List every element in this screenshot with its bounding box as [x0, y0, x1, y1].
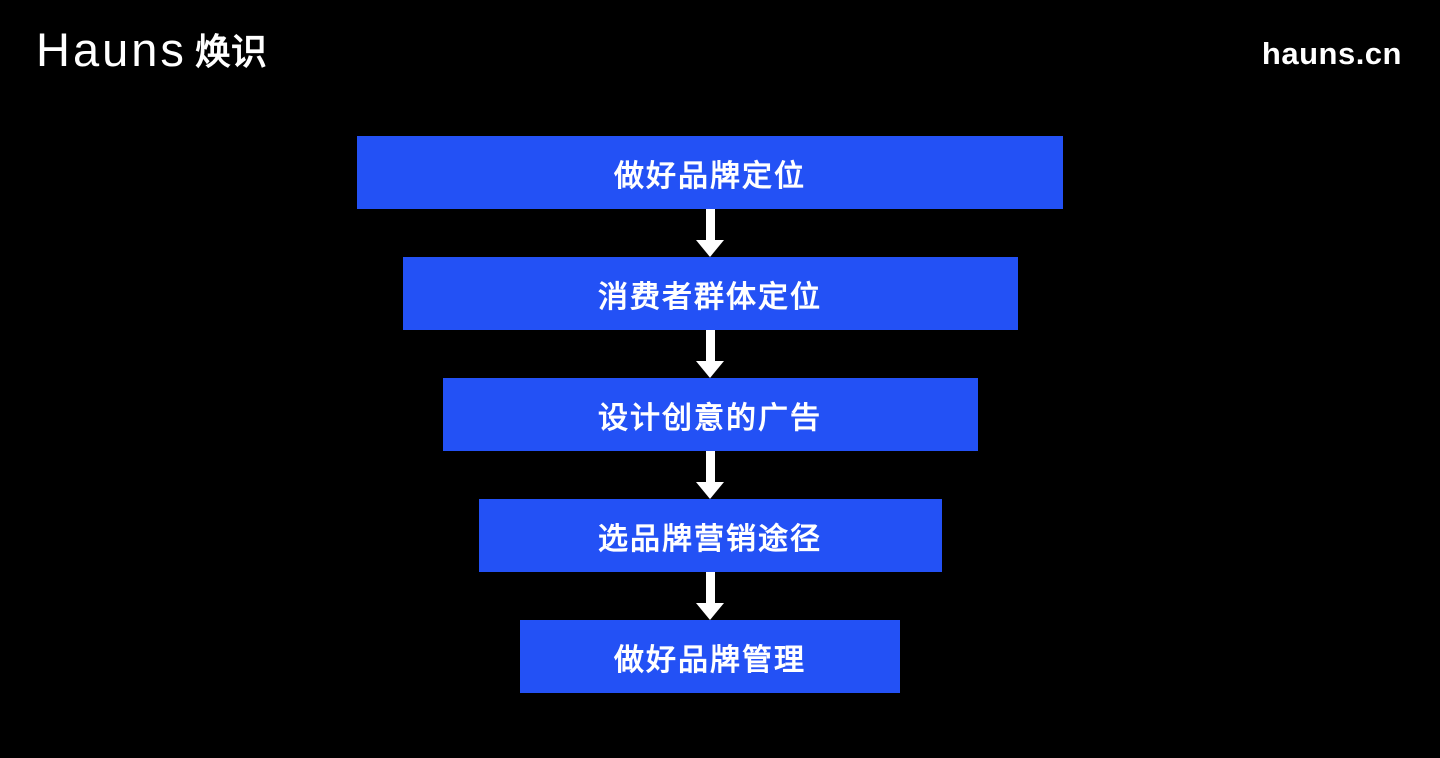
arrow-head	[696, 482, 724, 499]
brand-flowchart: 做好品牌定位 消费者群体定位 设计创意的广告 选品牌营销途径 做好品牌管理	[0, 136, 1420, 693]
arrow-shaft	[705, 451, 715, 482]
arrow-down-icon	[696, 330, 724, 378]
arrow-down-icon	[696, 209, 724, 257]
flow-step-4: 选品牌营销途径	[478, 499, 942, 572]
arrow-head	[696, 361, 724, 378]
arrow-down-icon	[696, 572, 724, 620]
arrow-shaft	[705, 209, 715, 240]
flow-step-4-label: 选品牌营销途径	[598, 522, 822, 556]
flow-step-5-label: 做好品牌管理	[614, 643, 806, 677]
brand-logo-latin: Hauns	[36, 23, 187, 76]
page-header: Hauns 焕识 hauns.cn	[0, 0, 1440, 90]
flow-step-2: 消费者群体定位	[402, 257, 1018, 330]
arrow-shaft	[705, 330, 715, 361]
arrow-head	[696, 240, 724, 257]
flow-step-3-label: 设计创意的广告	[598, 401, 822, 435]
flow-step-1: 做好品牌定位	[357, 136, 1063, 209]
arrow-head	[696, 603, 724, 620]
brand-logo-cjk: 焕识	[194, 30, 267, 72]
flow-step-5: 做好品牌管理	[520, 620, 900, 693]
flow-step-2-label: 消费者群体定位	[598, 280, 822, 314]
flow-step-1-label: 做好品牌定位	[614, 159, 806, 193]
brand-logo: Hauns 焕识	[36, 26, 267, 73]
site-url: hauns.cn	[1261, 36, 1402, 71]
flow-step-3: 设计创意的广告	[442, 378, 978, 451]
arrow-shaft	[705, 572, 715, 603]
arrow-down-icon	[696, 451, 724, 499]
